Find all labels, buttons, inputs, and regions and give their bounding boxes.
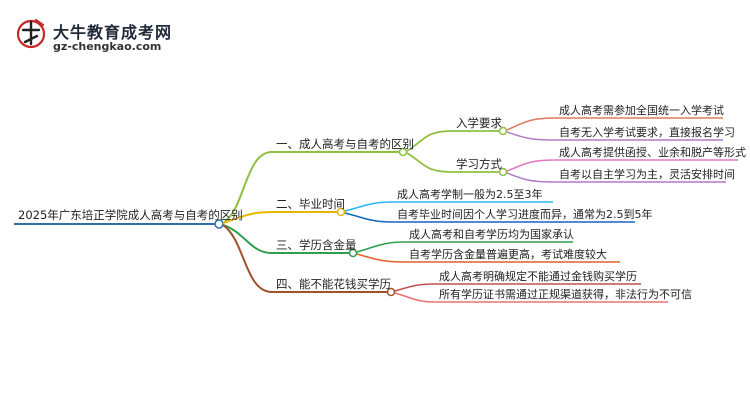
leaf-node[interactable]: 成人高考学制一般为2.5至3年 (397, 188, 543, 201)
branch-4-label[interactable]: 四、能不能花钱买学历 (276, 277, 391, 291)
leaf-node[interactable]: 成人高考和自考学历均为国家承认 (409, 228, 574, 241)
sub-1-dot (498, 126, 508, 136)
subnode-entry-requirements[interactable]: 入学要求 (456, 116, 502, 130)
branch-2-label[interactable]: 二、毕业时间 (276, 197, 345, 211)
connector-branch-1 (222, 151, 273, 224)
connector-leaf-2 (506, 131, 556, 141)
site-logo[interactable]: 大牛教育成考网 gz-chengkao.com (16, 14, 171, 54)
leaf-node[interactable]: 自考学历含金量普遍更高，考试难度较大 (409, 248, 607, 261)
connector-leaf-6 (344, 212, 394, 223)
connector-sub-1 (406, 130, 453, 152)
connector-branch-3 (222, 224, 273, 254)
connector-leaf-8 (356, 253, 406, 263)
leaf-node[interactable]: 成人高考需参加全国统一入学考试 (559, 104, 724, 117)
subnode-study-mode[interactable]: 学习方式 (456, 157, 502, 171)
branch-2-dot (336, 207, 346, 217)
connector-leaf-7 (356, 241, 406, 253)
branch-4-dot (386, 287, 396, 297)
logo-url: gz-chengkao.com (53, 40, 162, 53)
connector-leaf-5 (344, 201, 394, 212)
connector-sub-2 (406, 152, 453, 173)
branch-1-dot (398, 147, 408, 157)
connector-leaf-4 (506, 172, 556, 183)
leaf-node[interactable]: 成人高考提供函授、业余和脱产等形式 (559, 146, 746, 159)
connector-leaf-9 (394, 283, 436, 292)
leaf-node[interactable]: 自考无入学考试要求，直接报名学习 (559, 126, 735, 139)
branch-3-label[interactable]: 三、学历含金量 (276, 238, 357, 252)
connector-leaf-10 (394, 292, 436, 303)
branch-3-dot (348, 248, 358, 258)
leaf-node[interactable]: 自考毕业时间因个人学习进度而异，通常为2.5到5年 (397, 208, 653, 221)
branch-1-label[interactable]: 一、成人高考与自考的区别 (276, 137, 414, 151)
mindmap-root[interactable]: 2025年广东培正学院成人高考与自考的区别 (18, 208, 243, 222)
sub-2-dot (498, 167, 508, 177)
root-node-dot (214, 219, 224, 229)
leaf-node[interactable]: 成人高考明确规定不能通过金钱购买学历 (439, 270, 637, 283)
connector-branch-4 (222, 224, 273, 293)
logo-mark-icon (16, 18, 46, 49)
connector-branch-2 (222, 211, 273, 224)
connector-leaf-3 (506, 159, 556, 172)
connector-leaf-1 (506, 117, 556, 131)
leaf-node[interactable]: 所有学历证书需通过正规渠道获得，非法行为不可信 (439, 288, 692, 301)
logo-title: 大牛教育成考网 (53, 23, 173, 42)
leaf-node[interactable]: 自考以自主学习为主，灵活安排时间 (559, 168, 735, 181)
